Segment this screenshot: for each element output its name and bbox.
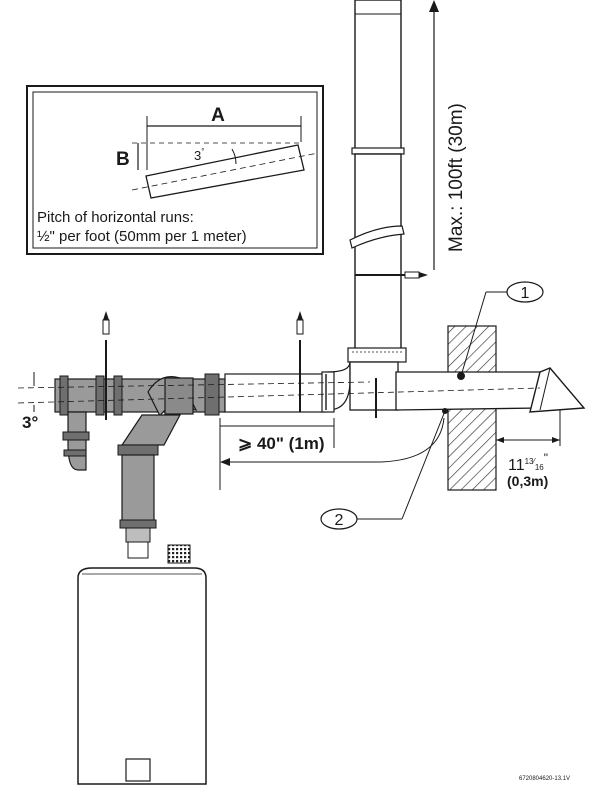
vent-termination xyxy=(529,367,586,413)
figure-code: 6720804620-13.1V xyxy=(519,776,570,782)
dimension-b-label: B xyxy=(116,149,130,170)
inset-angle-label: 3° xyxy=(194,147,204,163)
condensate-drain xyxy=(67,411,87,471)
min-horizontal-dimension: ⩾ 40" (1m) xyxy=(219,417,445,490)
wall-clearance-dimension: 1113⁄16" (0,3m) xyxy=(495,410,561,489)
pipe-slope-label: 3° xyxy=(22,413,38,432)
heater-connector-pipe xyxy=(117,414,191,564)
callout-2: 2 xyxy=(320,410,446,530)
pipe-hanger-right xyxy=(296,311,304,412)
pitch-inset: A B 3° Pitch of horizontal runs: ½" per … xyxy=(26,85,324,255)
min-horizontal-label: ⩾ 40" (1m) xyxy=(238,434,325,453)
vertical-max-label: Max.: 100ft (30m) xyxy=(446,103,467,252)
water-heater-unit xyxy=(77,567,207,785)
vertical-max-dimension: Max.: 100ft (30m) xyxy=(429,0,467,270)
wall-clearance-label: 1113⁄16" xyxy=(508,451,548,474)
wall-clearance-metric: (0,3m) xyxy=(507,473,548,489)
pitch-text-line1: Pitch of horizontal runs: xyxy=(37,209,194,226)
dimension-a-label: A xyxy=(211,105,225,126)
callout-2-number: 2 xyxy=(335,512,344,529)
horizontal-vent-pipe-right xyxy=(395,367,586,414)
pitch-text-line2: ½" per foot (50mm per 1 meter) xyxy=(37,228,247,245)
vertical-vent-pipe xyxy=(327,0,428,418)
pipe-wall-strap xyxy=(349,225,405,249)
slope-indicator: 3° xyxy=(17,372,541,432)
horizontal-vent-pipe-left xyxy=(54,371,335,471)
pipe-hanger-left xyxy=(102,311,110,420)
callout-1-number: 1 xyxy=(521,285,530,302)
callout-1: 1 xyxy=(460,281,544,377)
air-intake-grille xyxy=(167,544,191,564)
heater-display-panel xyxy=(125,758,151,782)
